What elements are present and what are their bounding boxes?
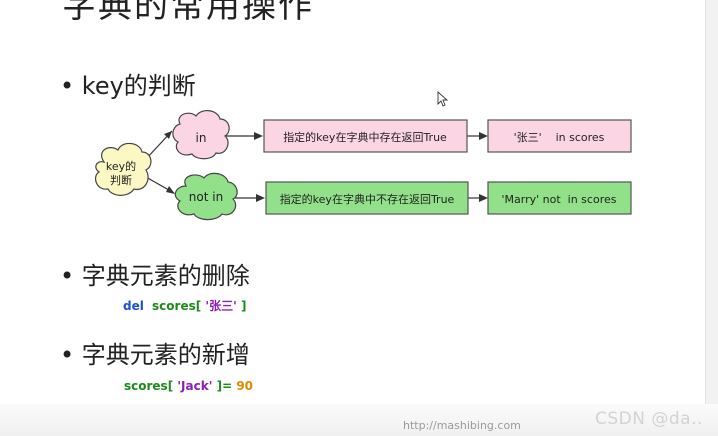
code-add-number: 90 [236,379,254,393]
root-label-line1: key的 [106,159,136,173]
box-in-description-text: 指定的key在字典中存在返回True [283,130,447,144]
code-add-close: ]= [216,379,233,393]
code-add-var: scores[ [124,379,174,393]
arrowhead-notin [166,186,175,194]
code-del-keyword: del [123,299,144,313]
box-notin-description: 指定的key在字典中不存在返回True [265,181,469,215]
slide-edge [705,0,718,436]
watermark-text: CSDN @da.. [595,409,703,429]
cloud-in-node: in [172,110,230,160]
slide-title: 字典的常用操作 [62,0,314,26]
footer-band [0,404,718,436]
cloud-notin-label: not in [189,190,223,204]
code-add: scores[ 'Jack' ]= 90 [124,379,253,393]
box-in-example: '张三' in scores [487,119,632,153]
code-del-close: ] [240,299,247,313]
arrowhead-in [164,131,172,139]
bullet-add-element: • 字典元素的新增 [60,341,250,369]
cloud-notin-node: not in [174,172,238,221]
arrowhead-notin-box [256,194,265,202]
box-in-example-text: '张三' in scores [514,131,605,144]
bullet-delete-element: • 字典元素的删除 [60,262,250,290]
code-delete: del scores[ '张三' ] [123,297,246,314]
root-cloud-node: key的 判断 [95,142,152,196]
box-notin-example-text: 'Marry' not in scores [502,193,617,206]
root-label-line2: 判断 [110,173,132,187]
cloud-in-label: in [196,131,207,145]
footer-url: http://mashibing.com [403,419,521,432]
bullet-key-check: • key的判断 [60,72,196,100]
arrowhead-in-box [254,132,263,140]
box-notin-example: 'Marry' not in scores [487,181,632,215]
code-add-string: 'Jack' [177,379,213,393]
box-notin-description-text: 指定的key在字典中不存在返回True [280,192,455,206]
code-del-string: '张三' [205,299,237,313]
mouse-cursor-icon [437,90,449,107]
arrowhead-inbox-example [479,132,488,140]
arrowhead-notinbox-example [479,194,488,202]
code-del-var: scores[ [152,299,202,313]
box-in-description: 指定的key在字典中存在返回True [263,119,468,153]
